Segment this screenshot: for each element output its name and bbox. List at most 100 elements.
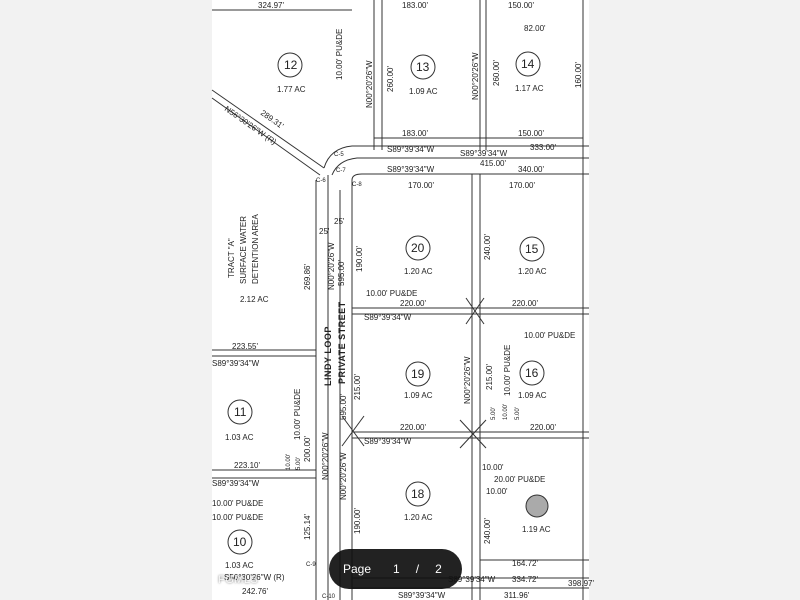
dim-10-a: 10.00' xyxy=(503,404,509,420)
dim-242-76: 242.76' xyxy=(242,587,268,596)
dim-220-lot20: 220.00' xyxy=(400,299,426,308)
dim-160: 160.00' xyxy=(574,62,583,88)
bearing-s8939-a: S89°39'34"W xyxy=(387,145,435,154)
bearing-n5630: N56°30'26"W (R) xyxy=(223,104,278,147)
bearing-s8939-b: S89°39'34"W xyxy=(460,149,508,158)
bearing-s8939-tract: S89°39'34"W xyxy=(212,359,260,368)
dim-25-a: 25' xyxy=(334,217,345,226)
dim-5-b: 5.00' xyxy=(515,407,521,420)
dim-311-96: 311.96' xyxy=(504,591,530,600)
dim-220-lot19: 220.00' xyxy=(400,423,426,432)
plat-map-drawing: 12 1.77 AC 13 1.09 AC 14 1.17 AC 20 1.20… xyxy=(211,0,594,600)
dim-183-bottom: 183.00' xyxy=(402,129,428,138)
lot-10-acreage: 1.03 AC xyxy=(225,561,254,570)
dim-215-lot16: 215.00' xyxy=(485,364,494,390)
dim-5-a: 5.00' xyxy=(491,407,497,420)
dim-150-top: 150.00' xyxy=(508,1,534,10)
dim-150-bottom: 150.00' xyxy=(518,129,544,138)
bearing-n0020-lot11: N00°20'26"W xyxy=(321,432,330,480)
dim-190-lot18: 190.00' xyxy=(353,508,362,534)
dim-340: 340.00' xyxy=(518,165,544,174)
dim-164-72: 164.72' xyxy=(512,559,538,568)
dim-200: 200.00' xyxy=(303,436,312,462)
dim-82: 82.00' xyxy=(524,24,546,33)
dim-10-b: 10.00' xyxy=(286,454,292,470)
lot-18-number: 18 xyxy=(411,487,425,501)
dim-5-c: 5.00' xyxy=(296,457,302,470)
pubde-lot10-a: 10.00' PU&DE xyxy=(212,499,263,508)
lot-10-number: 10 xyxy=(233,535,247,549)
bearing-s8939-c: S89°39'34"W xyxy=(387,165,435,174)
curve-c10: C-10 xyxy=(322,594,336,600)
lot-11-number: 11 xyxy=(234,405,247,419)
pubde-lot12: 10.00' PU&DE xyxy=(335,29,344,80)
lot-20-number: 20 xyxy=(411,241,425,255)
dim-25-b: 25' xyxy=(319,227,330,236)
curve-c8: C-8 xyxy=(352,182,362,188)
tract-a-acreage: 2.12 AC xyxy=(240,295,269,304)
dim-240-lot17: 240.00' xyxy=(483,518,492,544)
lot-15-acreage: 1.20 AC xyxy=(518,267,547,276)
dim-260-lot13: 260.00' xyxy=(386,66,395,92)
lot-12-number: 12 xyxy=(284,58,298,72)
bearing-n0020-street: N00°20'26"W xyxy=(327,242,336,290)
dim-269-86: 269.86' xyxy=(303,264,312,290)
total-pages: 2 xyxy=(435,562,442,576)
bearing-n0020-lot18: N00°20'26"W xyxy=(339,452,348,500)
dim-170-lot15: 170.00' xyxy=(509,181,535,190)
lot-18-acreage: 1.20 AC xyxy=(404,513,433,522)
pubde-lot11: 10.00' PU&DE xyxy=(293,389,302,440)
lot-14-number: 14 xyxy=(521,57,535,71)
lot-11-acreage: 1.03 AC xyxy=(225,433,254,442)
mls-watermark: FGMLS xyxy=(218,574,259,586)
dim-260-lot14: 260.00' xyxy=(492,60,501,86)
curve-c7: C-7 xyxy=(336,168,346,174)
lot-19-acreage: 1.09 AC xyxy=(404,391,433,400)
page-separator: / xyxy=(415,562,420,576)
lot-12-acreage: 1.77 AC xyxy=(277,85,306,94)
lot-13-acreage: 1.09 AC xyxy=(409,87,438,96)
current-page: 1 xyxy=(393,562,400,576)
lot-13-number: 13 xyxy=(416,60,430,74)
bearing-s8939-f: S89°39'34"W xyxy=(448,575,496,584)
bearing-s8939-lot11: S89°39'34"W xyxy=(212,479,260,488)
dim-10-c: 10.00' xyxy=(482,463,504,472)
dim-289-31: 289.31' xyxy=(259,108,286,131)
dim-240-lot15: 240.00' xyxy=(483,234,492,260)
page-label: Page xyxy=(343,562,372,576)
lot-15-number: 15 xyxy=(525,242,539,256)
pubde-lot16-vert: 10.00' PU&DE xyxy=(503,345,512,396)
page-indicator[interactable]: Page 1 / 2 xyxy=(329,549,462,589)
lot-14-acreage: 1.17 AC xyxy=(515,84,544,93)
dim-183-top: 183.00' xyxy=(402,1,428,10)
pubde-lot17: 20.00' PU&DE xyxy=(494,475,545,484)
dim-220-lot15: 220.00' xyxy=(512,299,538,308)
lot-17-acreage: 1.19 AC xyxy=(522,525,551,534)
bearing-s8939-d: S89°39'34"W xyxy=(364,313,412,322)
lot-16-number: 16 xyxy=(525,366,539,380)
dim-595-lower: 595.00' xyxy=(339,394,348,420)
pubde-lot10-b: 10.00' PU&DE xyxy=(212,513,263,522)
dim-190-lot20: 190.00' xyxy=(355,246,364,272)
pubde-lot20: 10.00' PU&DE xyxy=(366,289,417,298)
lindy-loop-label: LINDY LOOP xyxy=(323,326,333,386)
dim-324-97: 324.97' xyxy=(258,1,284,10)
curve-c9: C-9 xyxy=(306,562,316,568)
dim-333: 333.00' xyxy=(530,143,556,152)
dim-415: 415.00' xyxy=(480,159,506,168)
boundary-lines xyxy=(211,0,589,600)
bearing-n0020-lot19: N00°20'26"W xyxy=(463,356,472,404)
dim-334-72: 334.72' xyxy=(512,575,538,584)
plat-map-sheet: 12 1.77 AC 13 1.09 AC 14 1.17 AC 20 1.20… xyxy=(211,0,594,600)
left-margin xyxy=(0,0,212,600)
curve-c5: C-5 xyxy=(334,152,344,158)
private-street-label: PRIVATE STREET xyxy=(337,301,347,384)
bearing-s5630: S56°30'26"W (R) xyxy=(224,573,285,582)
lot-16-acreage: 1.09 AC xyxy=(518,391,547,400)
pubde-lot16: 10.00' PU&DE xyxy=(524,331,575,340)
bearing-n0020-lot14: N00°20'26"W xyxy=(471,52,480,100)
bearing-s8939-g: S89°39'34"W xyxy=(398,591,446,600)
lot-20-acreage: 1.20 AC xyxy=(404,267,433,276)
dim-223-10: 223.10' xyxy=(234,461,260,470)
tract-a-title: TRACT "A" xyxy=(227,238,236,278)
